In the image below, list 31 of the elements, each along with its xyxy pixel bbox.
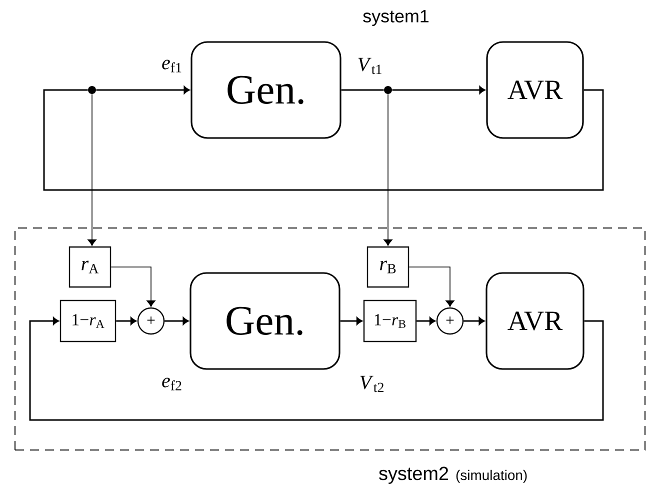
junction-dot xyxy=(384,86,392,94)
generator-box: Gen. xyxy=(190,272,340,370)
edge-label: e$_{f1}$ xyxy=(160,58,184,74)
arrow xyxy=(384,94,392,246)
system-label: system1 xyxy=(363,10,428,26)
arrow xyxy=(464,317,485,325)
arrow xyxy=(392,86,486,94)
gain-box: r$_{B}$ xyxy=(366,246,410,288)
gain-box: 1−r$_{B}$ xyxy=(363,300,417,342)
junction-dot xyxy=(88,86,96,94)
node-label: system2 xyxy=(379,466,448,484)
arrow xyxy=(116,317,136,325)
edge-label: V$_{t1}$ xyxy=(356,56,384,76)
summing-junction: + xyxy=(137,307,165,335)
arrow xyxy=(416,317,436,325)
edge-label: e$_{f2}$ xyxy=(160,376,184,392)
node-label: (simulation) xyxy=(456,470,527,483)
arrow xyxy=(408,266,454,307)
gain-box: r$_{A}$ xyxy=(68,246,112,288)
regulator-box: AVR xyxy=(486,272,584,370)
arrow xyxy=(88,94,96,246)
edge-label: V$_{t2}$ xyxy=(358,374,386,394)
arrow xyxy=(164,317,189,325)
arrow xyxy=(29,317,604,421)
generator-box: Gen. xyxy=(190,41,342,139)
regulator-box: AVR xyxy=(486,41,584,139)
summing-junction: + xyxy=(436,307,464,335)
arrow xyxy=(110,266,156,307)
gain-box: 1−r$_{A}$ xyxy=(60,300,116,342)
arrow xyxy=(96,86,190,94)
arrow xyxy=(340,317,362,325)
